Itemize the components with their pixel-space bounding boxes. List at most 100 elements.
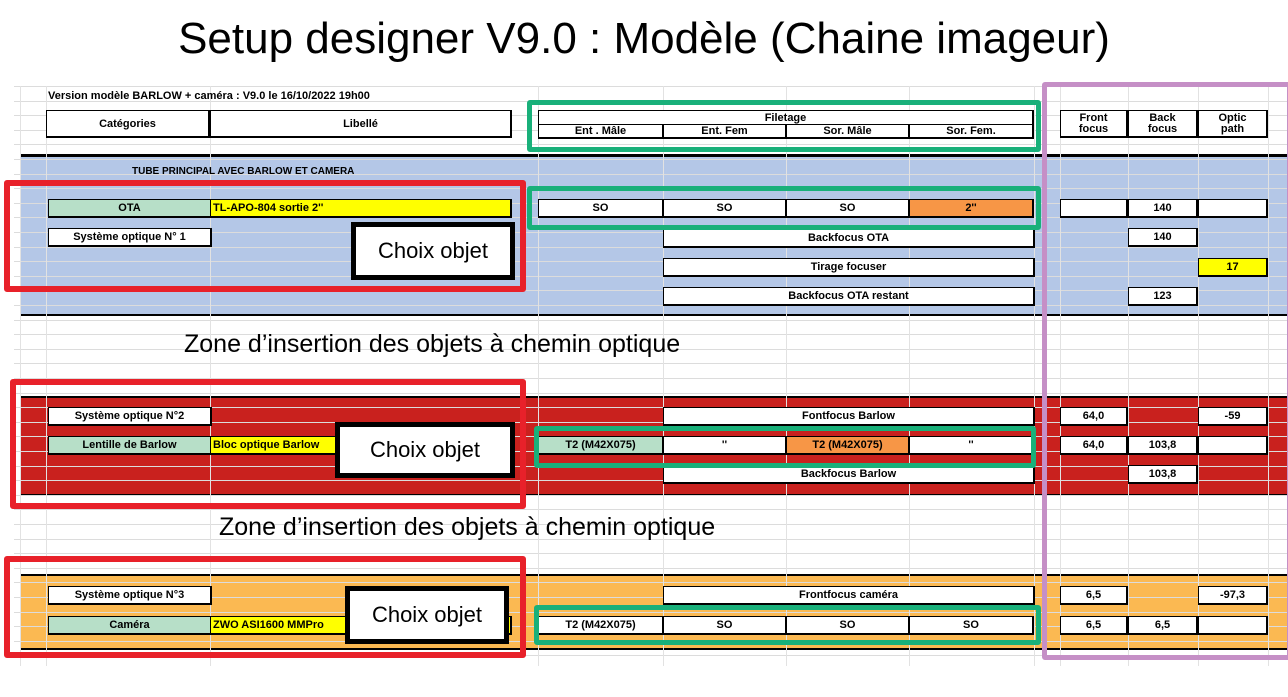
- grid-row-line: [14, 232, 1288, 233]
- barlow-thread-sor-male[interactable]: T2 (M42X075): [786, 436, 910, 455]
- grid-col-line: [1060, 86, 1061, 666]
- header-sor-male: Sor. Mâle: [786, 124, 910, 139]
- tirage-focuser-label: Tirage focuser: [663, 258, 1035, 277]
- grid-row-line: [14, 159, 1288, 160]
- backfocus-ota-label: Backfocus OTA: [663, 229, 1035, 248]
- grid-row-line: [14, 173, 1288, 175]
- barlow-row-front-focus: 64,0: [1060, 436, 1128, 455]
- spreadsheet[interactable]: Version modèle BARLOW + caméra : V9.0 le…: [14, 86, 1288, 666]
- grid-row-line: [14, 246, 1288, 248]
- grid-row-line: [14, 275, 1288, 277]
- grid-row-line: [14, 509, 1288, 511]
- header-front-focus-line2: focus: [1078, 122, 1109, 135]
- header-optic-path: Optic path: [1198, 110, 1268, 138]
- header-libelle: Libellé: [210, 110, 512, 138]
- grid-row-line: [14, 334, 1288, 336]
- ota-name-cell[interactable]: TL-APO-804 sortie 2'': [210, 199, 512, 218]
- barlow-row-back-focus: 103,8: [1128, 436, 1198, 455]
- choix-objet-callout-1: Choix objet: [351, 222, 515, 280]
- header-front-focus: Front focus: [1060, 110, 1128, 138]
- backfocus-ota-value: 140: [1128, 228, 1198, 247]
- grid-row-line: [14, 378, 1288, 379]
- grid-row-line: [14, 392, 1288, 394]
- grid-row-line: [14, 319, 1288, 321]
- grid-row-line: [14, 494, 1288, 496]
- camera-optic-path: -97,3: [1198, 586, 1268, 605]
- system3-label: Système optique N°3: [48, 586, 212, 605]
- fontfocus-barlow-label: Fontfocus Barlow: [663, 407, 1035, 426]
- header-ent-male: Ent . Mâle: [538, 124, 664, 139]
- grid-row-line: [14, 597, 1288, 598]
- grid-col-line: [20, 86, 21, 666]
- camera-thread-ent-male[interactable]: T2 (M42X075): [538, 616, 664, 635]
- grid-row-line: [14, 538, 1288, 540]
- grid-row-line: [14, 655, 1288, 657]
- purple-frame-focus-columns: [1042, 82, 1288, 660]
- grid-row-line: [14, 348, 1288, 350]
- grid-col-line: [1198, 86, 1199, 666]
- tirage-focuser-value[interactable]: 17: [1198, 258, 1268, 277]
- barlow-front-focus-top: 64,0: [1060, 407, 1128, 426]
- grid-col-line: [909, 86, 910, 666]
- grid-row-line: [14, 86, 1288, 87]
- header-categories: Catégories: [46, 110, 210, 138]
- grid-row-line: [14, 582, 1288, 584]
- header-ent-fem: Ent. Fem: [663, 124, 787, 139]
- ota-back-focus[interactable]: 140: [1128, 199, 1198, 218]
- camera-row-front-focus: 6,5: [1060, 616, 1128, 635]
- header-back-focus-line2: focus: [1147, 122, 1178, 135]
- header-optic-path-line1: Optic: [1218, 111, 1247, 124]
- ota-category-cell[interactable]: OTA: [48, 199, 212, 218]
- grid-row-line: [14, 524, 1288, 525]
- grid-row-line: [14, 407, 1288, 409]
- grid-row-line: [14, 480, 1288, 482]
- system2-label: Système optique N°2: [48, 407, 212, 426]
- grid-col-line: [663, 86, 664, 666]
- choix-objet-callout-3: Choix objet: [345, 586, 509, 644]
- grid-row-line: [14, 421, 1288, 423]
- barlow-thread-ent-male[interactable]: T2 (M42X075): [538, 436, 664, 455]
- grid-row-line: [14, 144, 1288, 146]
- backfocus-ota-restant-value: 123: [1128, 287, 1198, 306]
- section1-title: TUBE PRINCIPAL AVEC BARLOW ET CAMERA: [132, 166, 355, 177]
- red-frame-section2: [10, 379, 526, 509]
- grid-col-line: [1128, 86, 1129, 666]
- grid-row-line: [14, 611, 1288, 613]
- version-line: Version modèle BARLOW + caméra : V9.0 le…: [48, 90, 370, 102]
- page-title: Setup designer V9.0 : Modèle (Chaine ima…: [178, 14, 1110, 63]
- ota-front-focus[interactable]: [1060, 199, 1128, 218]
- camera-category-cell[interactable]: Caméra: [48, 616, 212, 635]
- system1-label: Système optique N° 1: [48, 228, 212, 247]
- grid-row-line: [14, 305, 1288, 306]
- red-frame-section3: [4, 556, 526, 658]
- backfocus-barlow-value: 103,8: [1128, 465, 1198, 484]
- green-frame-header-threads: [527, 100, 1041, 152]
- insertion-zone-text-1: Zone d’insertion des objets à chemin opt…: [184, 330, 681, 358]
- green-frame-camera-threads: [534, 605, 1041, 645]
- grid-col-line: [46, 86, 47, 666]
- ota-thread-sor-fem[interactable]: 2'': [909, 199, 1034, 218]
- barlow-row-optic-path: [1198, 436, 1268, 455]
- insertion-zone-text-2: Zone d’insertion des objets à chemin opt…: [219, 513, 716, 541]
- grid-col-line: [210, 86, 211, 666]
- camera-front-focus-top: 6,5: [1060, 586, 1128, 605]
- grid-col-line: [538, 86, 539, 666]
- green-frame-ota-threads: [527, 186, 1041, 230]
- ota-thread-sor-male[interactable]: SO: [786, 199, 910, 218]
- camera-row-back-focus: 6,5: [1128, 616, 1198, 635]
- header-optic-path-line2: path: [1220, 122, 1245, 135]
- choix-objet-callout-2: Choix objet: [335, 422, 515, 478]
- camera-thread-sor-fem[interactable]: SO: [909, 616, 1034, 635]
- green-frame-barlow-threads: [534, 426, 1036, 468]
- grid-col-line: [786, 86, 787, 666]
- grid-row-line: [14, 290, 1288, 292]
- camera-row-optic-path: [1198, 616, 1268, 635]
- grid-row-line: [14, 261, 1288, 263]
- header-back-focus-line1: Back: [1149, 111, 1176, 124]
- ota-optic-path[interactable]: [1198, 199, 1268, 218]
- ota-thread-ent-fem[interactable]: SO: [663, 199, 787, 218]
- header-back-focus: Back focus: [1128, 110, 1198, 138]
- barlow-optic-path: -59: [1198, 407, 1268, 426]
- grid-row-line: [14, 567, 1288, 569]
- barlow-category-cell[interactable]: Lentille de Barlow: [48, 436, 212, 455]
